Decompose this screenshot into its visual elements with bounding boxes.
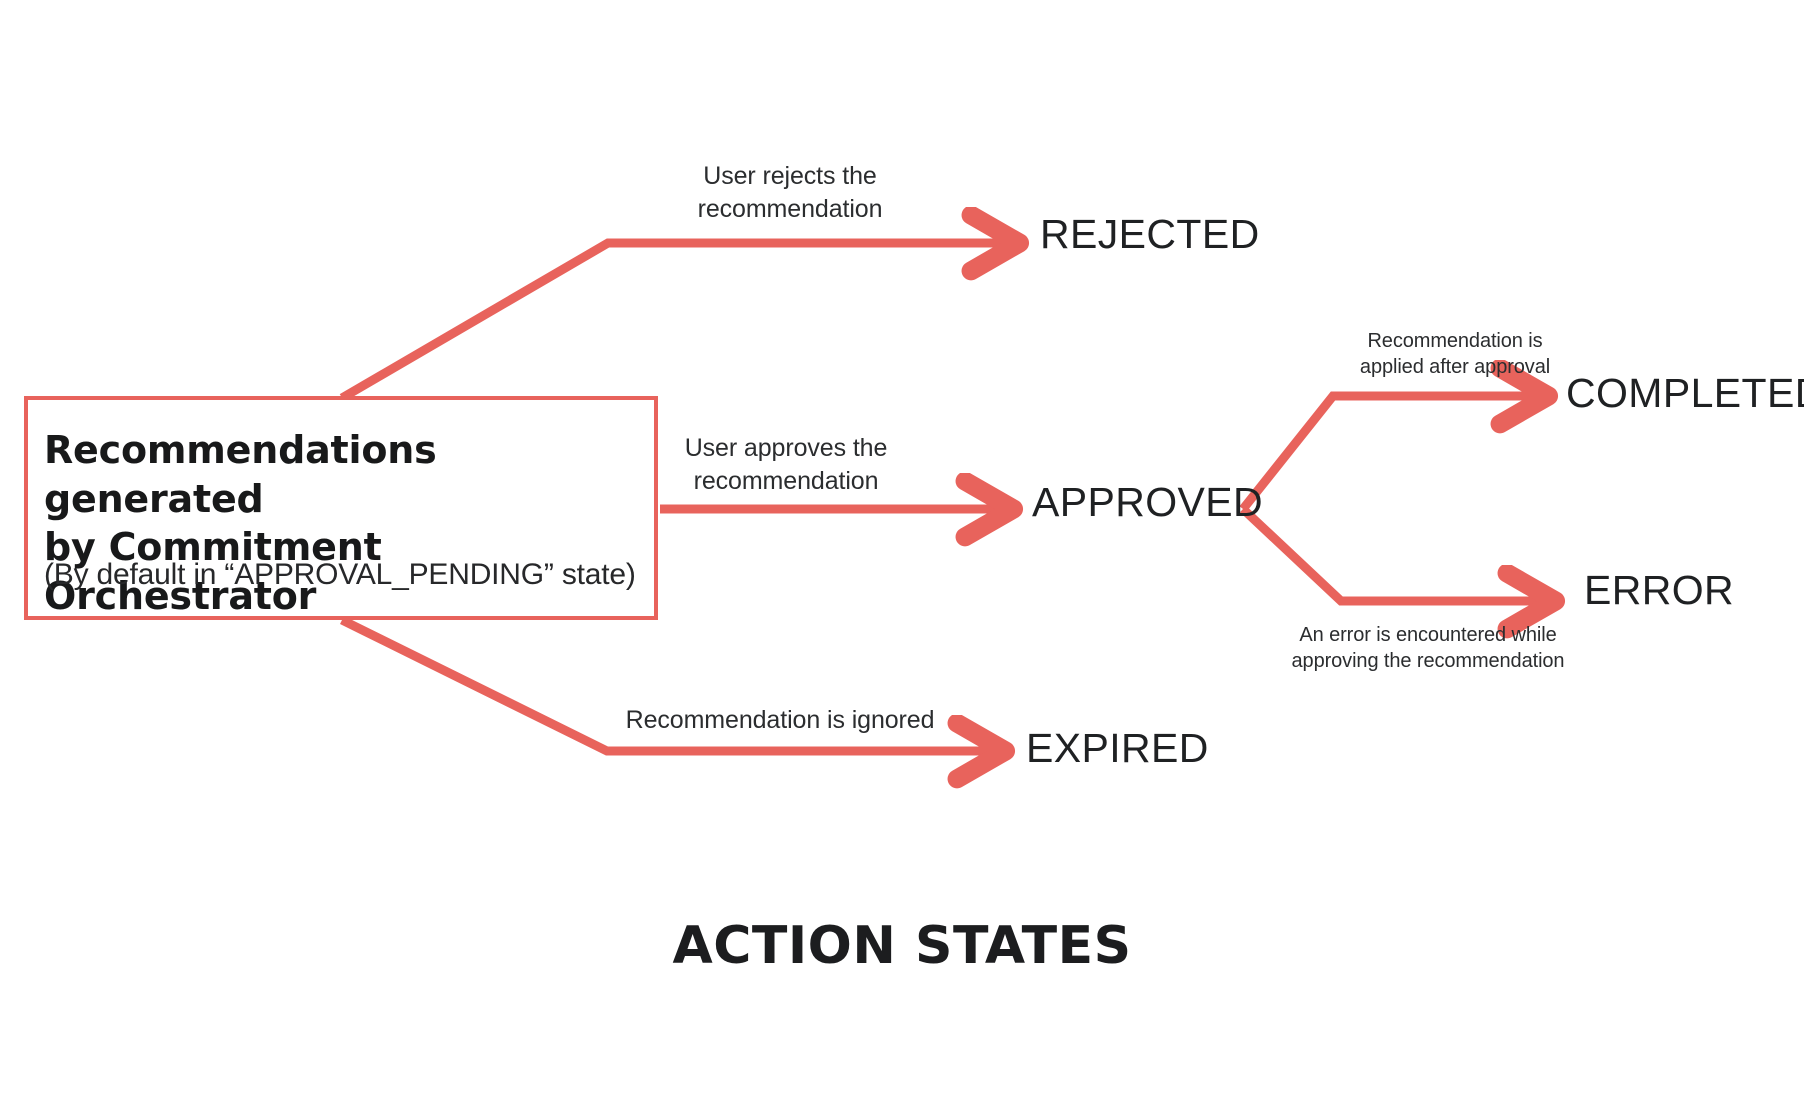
edge-label-to-rejected: User rejects the recommendation bbox=[697, 162, 883, 223]
source-node: Recommendations generated by Commitment … bbox=[24, 396, 658, 620]
state-completed: COMPLETED bbox=[1566, 370, 1804, 416]
edge-label-to-error: An error is encountered while approving … bbox=[1291, 624, 1565, 673]
state-rejected: REJECTED bbox=[1040, 211, 1260, 257]
source-node-subtitle: (By default in “APPROVAL_PENDING” state) bbox=[44, 558, 636, 591]
edge-label-to-approved: User approves the recommendation bbox=[684, 434, 888, 495]
edge-to-completed bbox=[1239, 396, 1545, 512]
edge-label-to-completed: Recommendation is applied after approval bbox=[1359, 330, 1551, 379]
source-node-title: Recommendations generated by Commitment … bbox=[44, 428, 437, 618]
diagram-title: ACTION STATES bbox=[672, 916, 1132, 976]
edge-to-error bbox=[1239, 505, 1552, 601]
state-approved: APPROVED bbox=[1032, 479, 1264, 525]
edge-to-rejected bbox=[339, 243, 1016, 402]
edge-label-to-expired: Recommendation is ignored bbox=[625, 706, 935, 734]
state-error: ERROR bbox=[1584, 567, 1735, 613]
edge-to-expired bbox=[340, 615, 1002, 751]
state-expired: EXPIRED bbox=[1026, 725, 1209, 771]
